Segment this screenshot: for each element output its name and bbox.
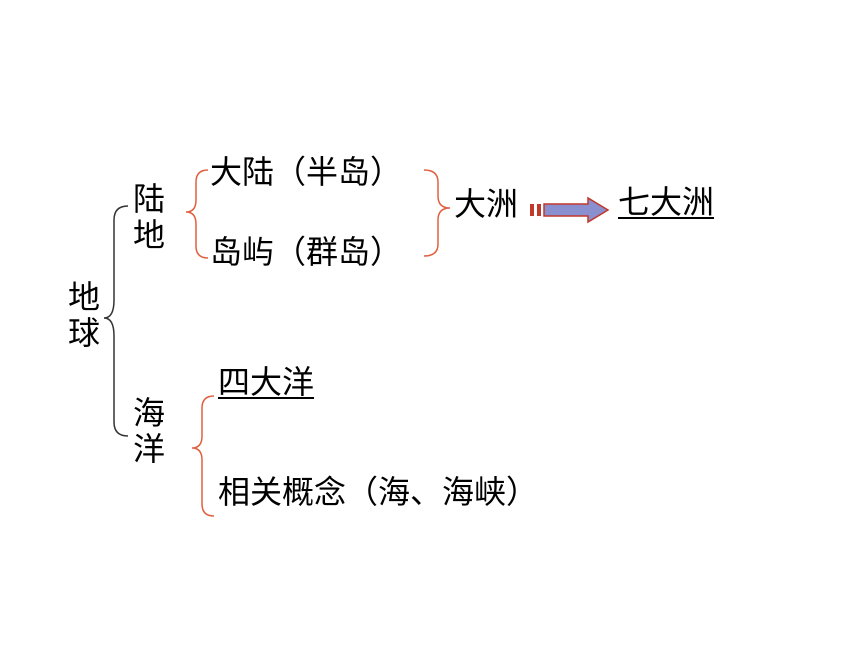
- seven-continents-label: 七大洲: [618, 183, 715, 221]
- continent-label: 大洲: [454, 185, 519, 223]
- arrow-icon: [530, 196, 610, 224]
- ocean-brace: [191, 395, 215, 517]
- continent-brace: [423, 169, 451, 257]
- land-item-mainland: 大陆（半岛）: [210, 153, 403, 191]
- land-item-islands: 岛屿（群岛）: [210, 233, 403, 271]
- land-label: 陆地: [128, 182, 166, 254]
- four-oceans-label: 四大洋: [218, 363, 315, 401]
- land-brace: [185, 169, 209, 259]
- root-brace: [103, 205, 129, 437]
- related-concepts-label: 相关概念（海、海峡）: [218, 473, 539, 511]
- root-label: 地球: [63, 280, 101, 352]
- ocean-label: 海洋: [128, 396, 166, 468]
